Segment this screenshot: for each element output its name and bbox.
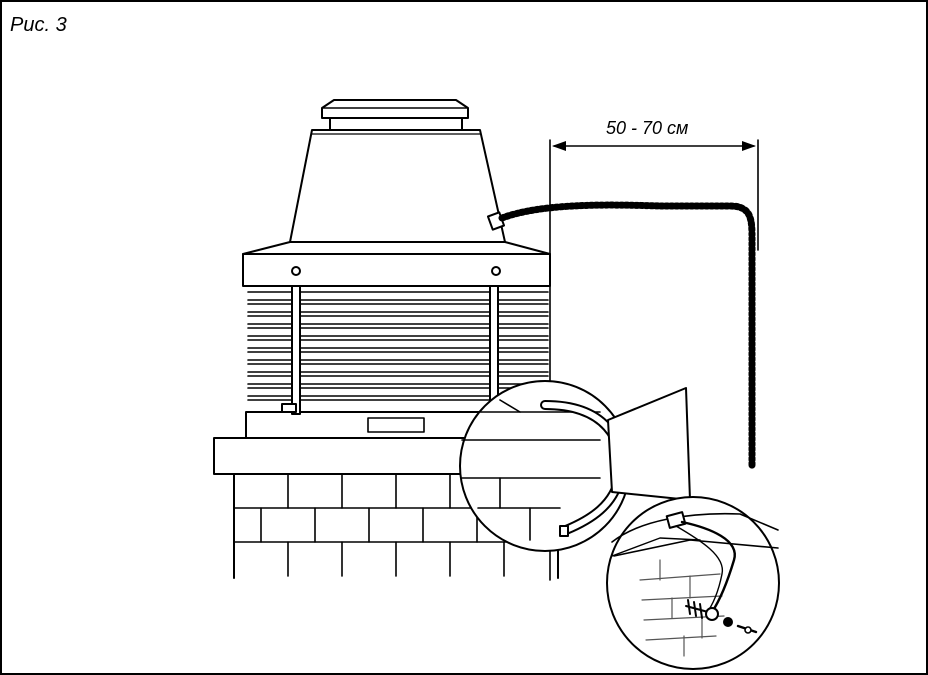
brick-chimney [213, 437, 579, 579]
detail-circle-fixing [606, 496, 780, 670]
dimension-label: 50 - 70 см [606, 118, 689, 138]
fan-support-rods [281, 285, 517, 415]
figure-caption: Рис. 3 [10, 14, 67, 36]
power-cable [498, 201, 756, 472]
dimension-arrow-left [552, 141, 566, 151]
screw-icon [723, 617, 758, 634]
detail-pointer [607, 387, 691, 501]
housing-bolt-right [491, 266, 501, 276]
fan-conical-hood [289, 99, 506, 243]
detail-circle-cable [459, 380, 631, 552]
motor-housing-band [242, 241, 551, 287]
dimension-arrow-right [742, 141, 756, 151]
wall-plug-icon [685, 599, 719, 621]
housing-bolt-left [291, 266, 301, 276]
